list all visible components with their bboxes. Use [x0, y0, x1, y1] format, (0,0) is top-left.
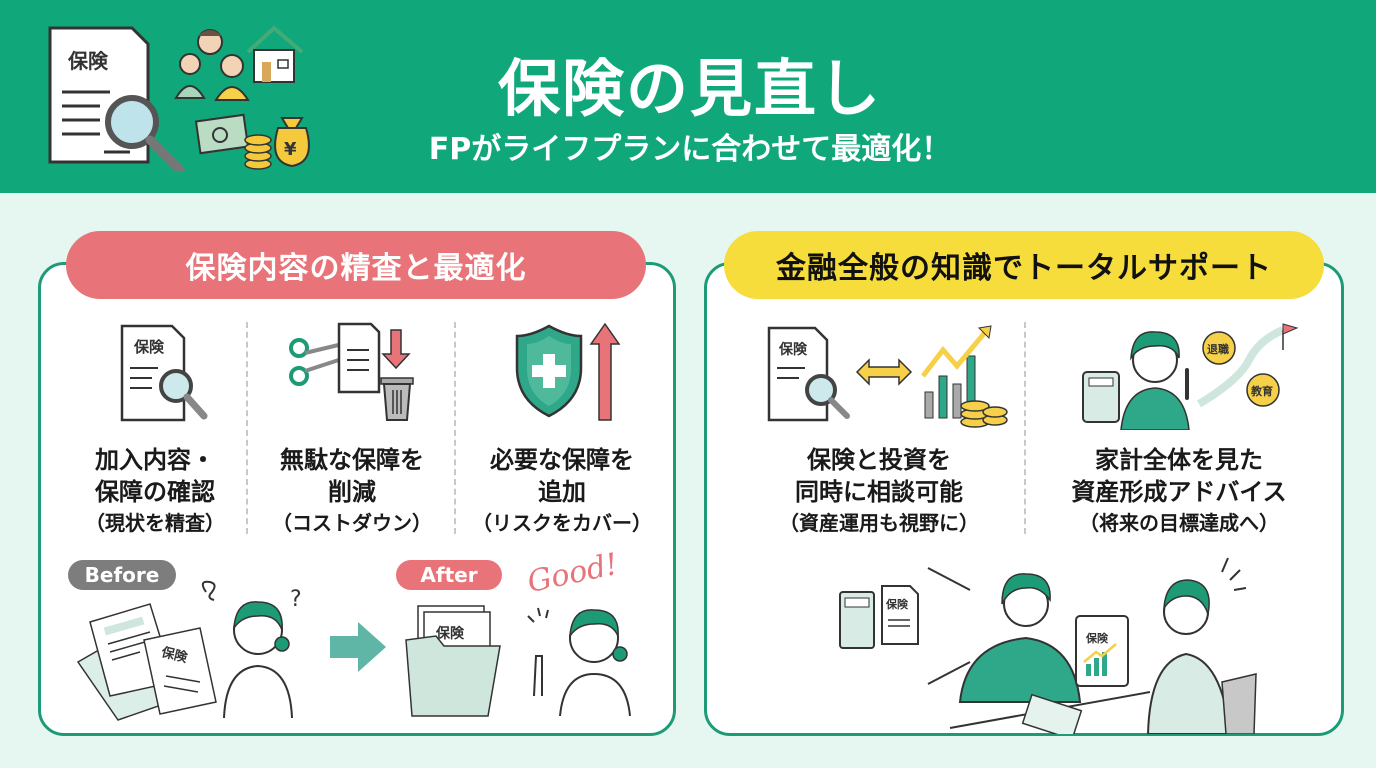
- left-column-reduce: 無駄な保障を 削減 （コストダウン）: [254, 320, 450, 538]
- icon-label: 保険: [778, 341, 808, 358]
- document-icon: 保険: [881, 585, 919, 645]
- question-mark: ?: [290, 587, 302, 612]
- before-badge: Before: [68, 560, 176, 590]
- left-panel-heading: 保険内容の精査と最適化: [66, 231, 646, 299]
- column-title-line-1: 無駄な保障を: [280, 446, 424, 474]
- right-arrow-icon: [330, 622, 386, 672]
- money-bag-yen-icon: ¥: [274, 117, 310, 168]
- column-subtitle: （現状を精査）: [85, 511, 225, 535]
- magnifier-icon: [105, 95, 185, 172]
- bubble-education: 教育: [1250, 384, 1273, 398]
- column-divider: [246, 322, 248, 534]
- column-title-line-2: 資産形成アドバイス: [1071, 478, 1287, 506]
- tablet-icon: 保険: [1075, 615, 1129, 687]
- right-panel-heading: 金融全般の知識でトータルサポート: [724, 231, 1324, 299]
- after-badge: After: [396, 560, 502, 590]
- column-subtitle: （コストダウン）: [272, 511, 432, 535]
- column-title-line-2: 削減: [328, 478, 376, 506]
- scissors-trash-icon: [277, 320, 427, 430]
- column-title-line-1: 保険と投資を: [807, 446, 951, 474]
- left-column-add: 必要な保障を 追加 （リスクをカバー）: [462, 320, 662, 538]
- doc-label: 保険: [435, 625, 465, 642]
- page-subtitle: FPがライフプランに合わせて最適化！: [428, 132, 952, 167]
- doc-label: 保険: [159, 644, 190, 666]
- column-divider: [1024, 322, 1026, 534]
- shield-plus-arrow-up-icon: [487, 320, 637, 430]
- doc-label: 保険: [67, 49, 109, 73]
- advisor-roadmap-icon: 退職 教育: [1049, 320, 1309, 430]
- tablet-label: 保険: [1085, 631, 1109, 645]
- column-subtitle: （将来の目標達成へ）: [1079, 511, 1279, 535]
- column-subtitle: （資産運用も視野に）: [779, 511, 979, 535]
- family-icon: [174, 29, 250, 101]
- consultation-scene-illustration: 保険 保険: [830, 552, 1260, 734]
- column-subtitle: （リスクをカバー）: [472, 511, 652, 535]
- page-title: 保険の見直し: [497, 52, 882, 125]
- header-banner: 保険: [0, 0, 1376, 193]
- house-icon: [246, 25, 304, 83]
- messy-documents-illustration: 保険: [70, 592, 230, 722]
- document-chart-exchange-icon: 保険: [749, 320, 1009, 430]
- header-illustration: 保険: [40, 22, 320, 172]
- happy-person-illustration: [520, 596, 650, 716]
- bubble-retirement: 退職: [1207, 342, 1229, 356]
- client-person: [1146, 557, 1257, 734]
- column-title-line-1: 加入内容・: [95, 446, 215, 474]
- column-title-line-1: 必要な保障を: [490, 446, 634, 474]
- confused-person-illustration: ?: [196, 578, 306, 718]
- banknote-icon: [194, 113, 250, 155]
- right-column-consult: 保険 保険と投資を 同時に相談可能 （資産運用も視野に）: [738, 320, 1020, 538]
- icon-label: 保険: [133, 338, 165, 356]
- column-title-line-2: 同時に相談可能: [795, 478, 963, 506]
- doc-label: 保険: [885, 597, 909, 611]
- left-column-check: 保険 加入内容・ 保障の確認 （現状を精査）: [60, 320, 250, 538]
- organized-folder-illustration: 保険: [404, 600, 504, 720]
- column-title-line-2: 保障の確認: [95, 478, 215, 506]
- right-column-advice: 退職 教育 家計全体を見た 資産形成アドバイス （将来の目標達成へ）: [1034, 320, 1324, 538]
- column-divider: [454, 322, 456, 534]
- calculator-icon: [839, 591, 875, 649]
- advisor-person: [958, 573, 1082, 703]
- column-title-line-2: 追加: [538, 478, 586, 506]
- yen-symbol: ¥: [284, 139, 297, 160]
- coin-stack-icon: [244, 134, 272, 170]
- column-title-line-1: 家計全体を見た: [1095, 446, 1263, 474]
- document-magnifier-icon: 保険: [80, 320, 230, 430]
